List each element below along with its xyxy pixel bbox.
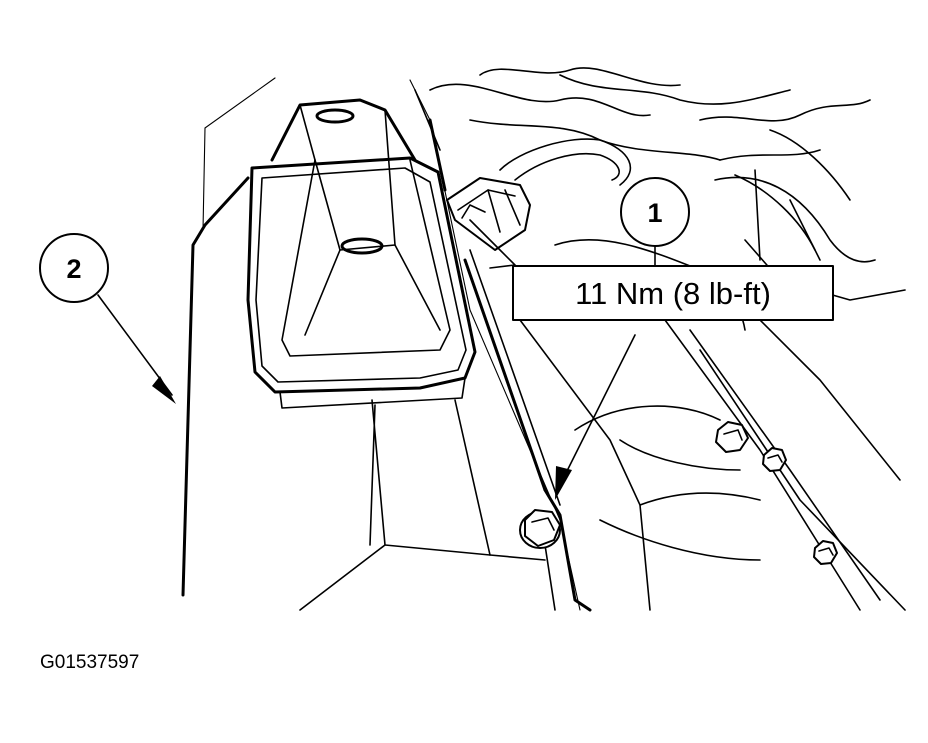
figure-id: G01537597 (40, 652, 139, 673)
flange-nut (519, 509, 561, 549)
callout-1-label: 1 (647, 198, 662, 228)
callout-2: 2 (39, 233, 176, 404)
body-panel-outline (181, 77, 276, 597)
rubber-boot (246, 98, 477, 409)
torque-spec-label: 11 Nm (8 lb-ft) (575, 276, 771, 311)
hex-nuts (715, 421, 838, 565)
torque-spec-callout: 11 Nm (8 lb-ft) (512, 265, 834, 500)
frame-rail (409, 79, 592, 612)
electrical-connector (446, 177, 531, 269)
support-column (299, 399, 546, 611)
lower-structure (519, 169, 906, 611)
callout-1: 1 (620, 177, 690, 267)
callout-2-label: 2 (66, 254, 81, 284)
wiring-harness (429, 67, 876, 263)
